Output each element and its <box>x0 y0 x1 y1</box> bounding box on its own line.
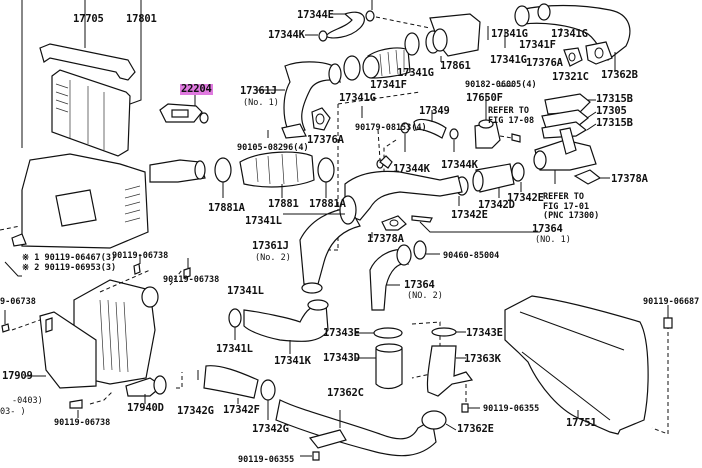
part-sublabel: (NO. 2) <box>407 291 443 301</box>
part-label[interactable]: 90460-85004 <box>443 251 500 261</box>
part-sublabel: (No. 1) <box>243 98 279 108</box>
cover-17751 <box>504 295 673 435</box>
part-label[interactable]: 17363K <box>464 353 501 365</box>
part-label[interactable]: 17341L <box>245 215 282 227</box>
part-label[interactable]: 17305 <box>596 105 627 117</box>
part-label[interactable]: 90119-06738 <box>163 275 220 285</box>
part-label[interactable]: 90105-08296(4) <box>237 143 309 153</box>
part-label[interactable]: 17342E <box>451 209 488 221</box>
part-label[interactable]: 17376A <box>307 134 344 146</box>
part-label[interactable]: 17940D <box>127 402 164 414</box>
part-label[interactable]: 17362E <box>457 423 494 435</box>
part-label[interactable]: 17705 <box>73 13 104 25</box>
part-label[interactable]: 17861 <box>440 60 471 72</box>
refer-note: (PNC 17300) <box>543 211 600 221</box>
part-label[interactable]: 17349 <box>419 105 450 117</box>
air-cleaner-cap-17705 <box>39 43 136 81</box>
part-label[interactable]: 17341G <box>490 54 527 66</box>
part-label[interactable]: 90119-06738 <box>54 418 111 428</box>
part-label[interactable]: 17341L <box>227 285 264 297</box>
part-label[interactable]: 17344K <box>268 29 305 41</box>
footnote: ※ 1 90119-06467(3) <box>22 253 117 263</box>
part-label[interactable]: 17343D <box>323 352 360 364</box>
refer-note: REFER TO <box>488 106 529 116</box>
footnote: ※ 2 90119-06953(3) <box>22 263 117 273</box>
part-label[interactable]: 17909 <box>2 370 33 382</box>
part-label[interactable]: 17341G <box>551 28 588 40</box>
part-sublabel: (NO. 1) <box>535 235 571 245</box>
part-label[interactable]: 17342E <box>507 192 544 204</box>
part-label[interactable]: 17343E <box>323 327 360 339</box>
part-label[interactable]: 17343E <box>466 327 503 339</box>
part-label[interactable]: 17341F <box>519 39 556 51</box>
part-label[interactable]: 17751 <box>566 417 597 429</box>
part-label[interactable]: 17361J <box>252 240 289 252</box>
part-label[interactable]: 90179-08153(4) <box>355 123 427 133</box>
air-filter-element-17801 <box>51 69 131 157</box>
date-range: 03- ) <box>0 407 26 417</box>
part-label[interactable]: 90119-06355 <box>483 404 540 414</box>
part-label[interactable]: 17341F <box>370 79 407 91</box>
part-label[interactable]: 17344K <box>393 163 430 175</box>
part-label[interactable]: 17378A <box>611 173 648 185</box>
part-label[interactable]: 17881A <box>208 202 245 214</box>
part-label[interactable]: 17315B <box>596 93 633 105</box>
part-label[interactable]: 17378A <box>367 233 404 245</box>
part-sublabel: (No. 2) <box>255 253 291 263</box>
part-label[interactable]: 17315B <box>596 117 633 129</box>
part-label[interactable]: 17881 <box>268 198 299 210</box>
refer-note: FIG 17-01 <box>543 202 590 212</box>
part-label[interactable]: 90119-06355 <box>238 455 295 465</box>
part-label[interactable]: 17364 <box>404 279 435 291</box>
air-flow-meter-22204 <box>159 95 209 124</box>
part-label[interactable]: 17342D <box>478 199 515 211</box>
part-label[interactable]: 17344K <box>441 159 478 171</box>
part-label[interactable]: 17376A <box>526 57 563 69</box>
bracket-17909 <box>39 311 97 389</box>
part-label[interactable]: 17342F <box>223 404 260 416</box>
part-label[interactable]: 17362C <box>327 387 364 399</box>
part-label[interactable]: 17881A <box>309 198 346 210</box>
part-label[interactable]: 17342G <box>252 423 289 435</box>
part-label[interactable]: 90119-06687 <box>643 297 700 307</box>
part-label[interactable]: 17344E <box>297 9 334 21</box>
part-label[interactable]: 9-06738 <box>0 297 36 307</box>
part-label[interactable]: 17361J <box>240 85 277 97</box>
part-label[interactable]: 17341G <box>397 67 434 79</box>
part-label[interactable]: 17364 <box>532 223 563 235</box>
part-label[interactable]: 17650F <box>466 92 503 104</box>
part-label[interactable]: 90182-06005(4) <box>465 80 537 90</box>
part-label[interactable]: 17801 <box>126 13 157 25</box>
part-label[interactable]: 90119-06738 <box>112 251 169 261</box>
part-label[interactable]: 17362B <box>601 69 638 81</box>
air-cleaner-case <box>11 153 206 249</box>
part-label[interactable]: 17321C <box>552 71 589 83</box>
refer-note: REFER TO <box>543 192 584 202</box>
part-label[interactable]: 17341G <box>491 28 528 40</box>
date-range: -0403) <box>12 396 43 406</box>
part-label[interactable]: 17341L <box>216 343 253 355</box>
refer-note: FIG 17-08 <box>488 116 535 126</box>
part-label[interactable]: 17342G <box>177 405 214 417</box>
part-label[interactable]: 17341G <box>339 92 376 104</box>
part-label[interactable]: 17341K <box>274 355 311 367</box>
highlighted-part-label[interactable]: 22204 <box>180 83 213 95</box>
